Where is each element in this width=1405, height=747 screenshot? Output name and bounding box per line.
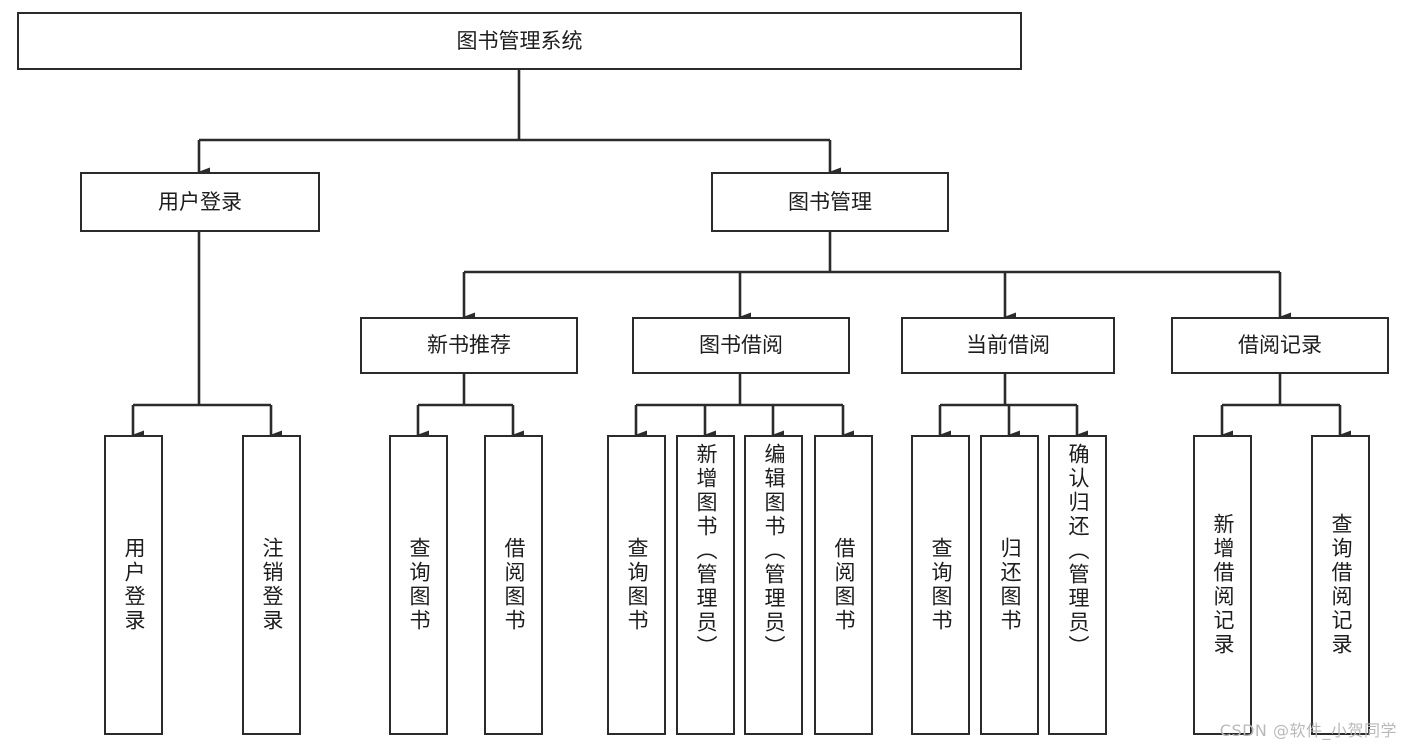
leaf-query-book-3-label: 查询图书 <box>929 537 953 633</box>
leaf-query-book-1[interactable]: 查询图书 <box>389 435 448 735</box>
leaf-query-record[interactable]: 查询借阅记录 <box>1311 435 1370 735</box>
node-borrow-record[interactable]: 借阅记录 <box>1171 317 1389 374</box>
node-current-borrow-label: 当前借阅 <box>966 333 1050 358</box>
leaf-borrow-book-1[interactable]: 借阅图书 <box>484 435 543 735</box>
leaf-user-login[interactable]: 用户登录 <box>104 435 163 735</box>
node-user-login[interactable]: 用户登录 <box>80 172 320 232</box>
leaf-borrow-book-2-label: 借阅图书 <box>832 537 856 633</box>
node-root[interactable]: 图书管理系统 <box>17 12 1022 70</box>
leaf-edit-book[interactable]: 编辑图书（管理员） <box>744 435 803 735</box>
csdn-watermark: CSDN @软件_小贺同学 <box>1219 721 1397 740</box>
node-book-borrow-label: 图书借阅 <box>699 333 783 358</box>
leaf-query-record-label: 查询借阅记录 <box>1329 513 1353 657</box>
leaf-query-book-1-label: 查询图书 <box>407 537 431 633</box>
leaf-query-book-2-label: 查询图书 <box>625 537 649 633</box>
leaf-add-book-label: 新增图书（管理员） <box>694 443 718 659</box>
node-new-book-recommend[interactable]: 新书推荐 <box>360 317 578 374</box>
node-new-book-recommend-label: 新书推荐 <box>427 333 511 358</box>
leaf-confirm-return-label: 确认归还（管理员） <box>1066 443 1090 659</box>
node-current-borrow[interactable]: 当前借阅 <box>901 317 1115 374</box>
leaf-return-book[interactable]: 归还图书 <box>980 435 1039 735</box>
leaf-confirm-return[interactable]: 确认归还（管理员） <box>1048 435 1107 735</box>
node-book-borrow[interactable]: 图书借阅 <box>632 317 850 374</box>
node-user-login-label: 用户登录 <box>158 189 242 214</box>
node-book-manage-label: 图书管理 <box>788 189 872 214</box>
leaf-add-record-label: 新增借阅记录 <box>1211 513 1235 657</box>
leaf-user-login-label: 用户登录 <box>122 537 146 633</box>
node-root-label: 图书管理系统 <box>456 28 583 53</box>
leaf-return-book-label: 归还图书 <box>998 537 1022 633</box>
leaf-logout[interactable]: 注销登录 <box>242 435 301 735</box>
node-borrow-record-label: 借阅记录 <box>1238 333 1322 358</box>
leaf-logout-label: 注销登录 <box>260 537 284 633</box>
leaf-add-book[interactable]: 新增图书（管理员） <box>676 435 735 735</box>
leaf-edit-book-label: 编辑图书（管理员） <box>762 443 786 659</box>
leaf-borrow-book-2[interactable]: 借阅图书 <box>814 435 873 735</box>
leaf-query-book-3[interactable]: 查询图书 <box>911 435 970 735</box>
node-book-manage[interactable]: 图书管理 <box>711 172 949 232</box>
leaf-add-record[interactable]: 新增借阅记录 <box>1193 435 1252 735</box>
leaf-query-book-2[interactable]: 查询图书 <box>607 435 666 735</box>
leaf-borrow-book-1-label: 借阅图书 <box>502 537 526 633</box>
